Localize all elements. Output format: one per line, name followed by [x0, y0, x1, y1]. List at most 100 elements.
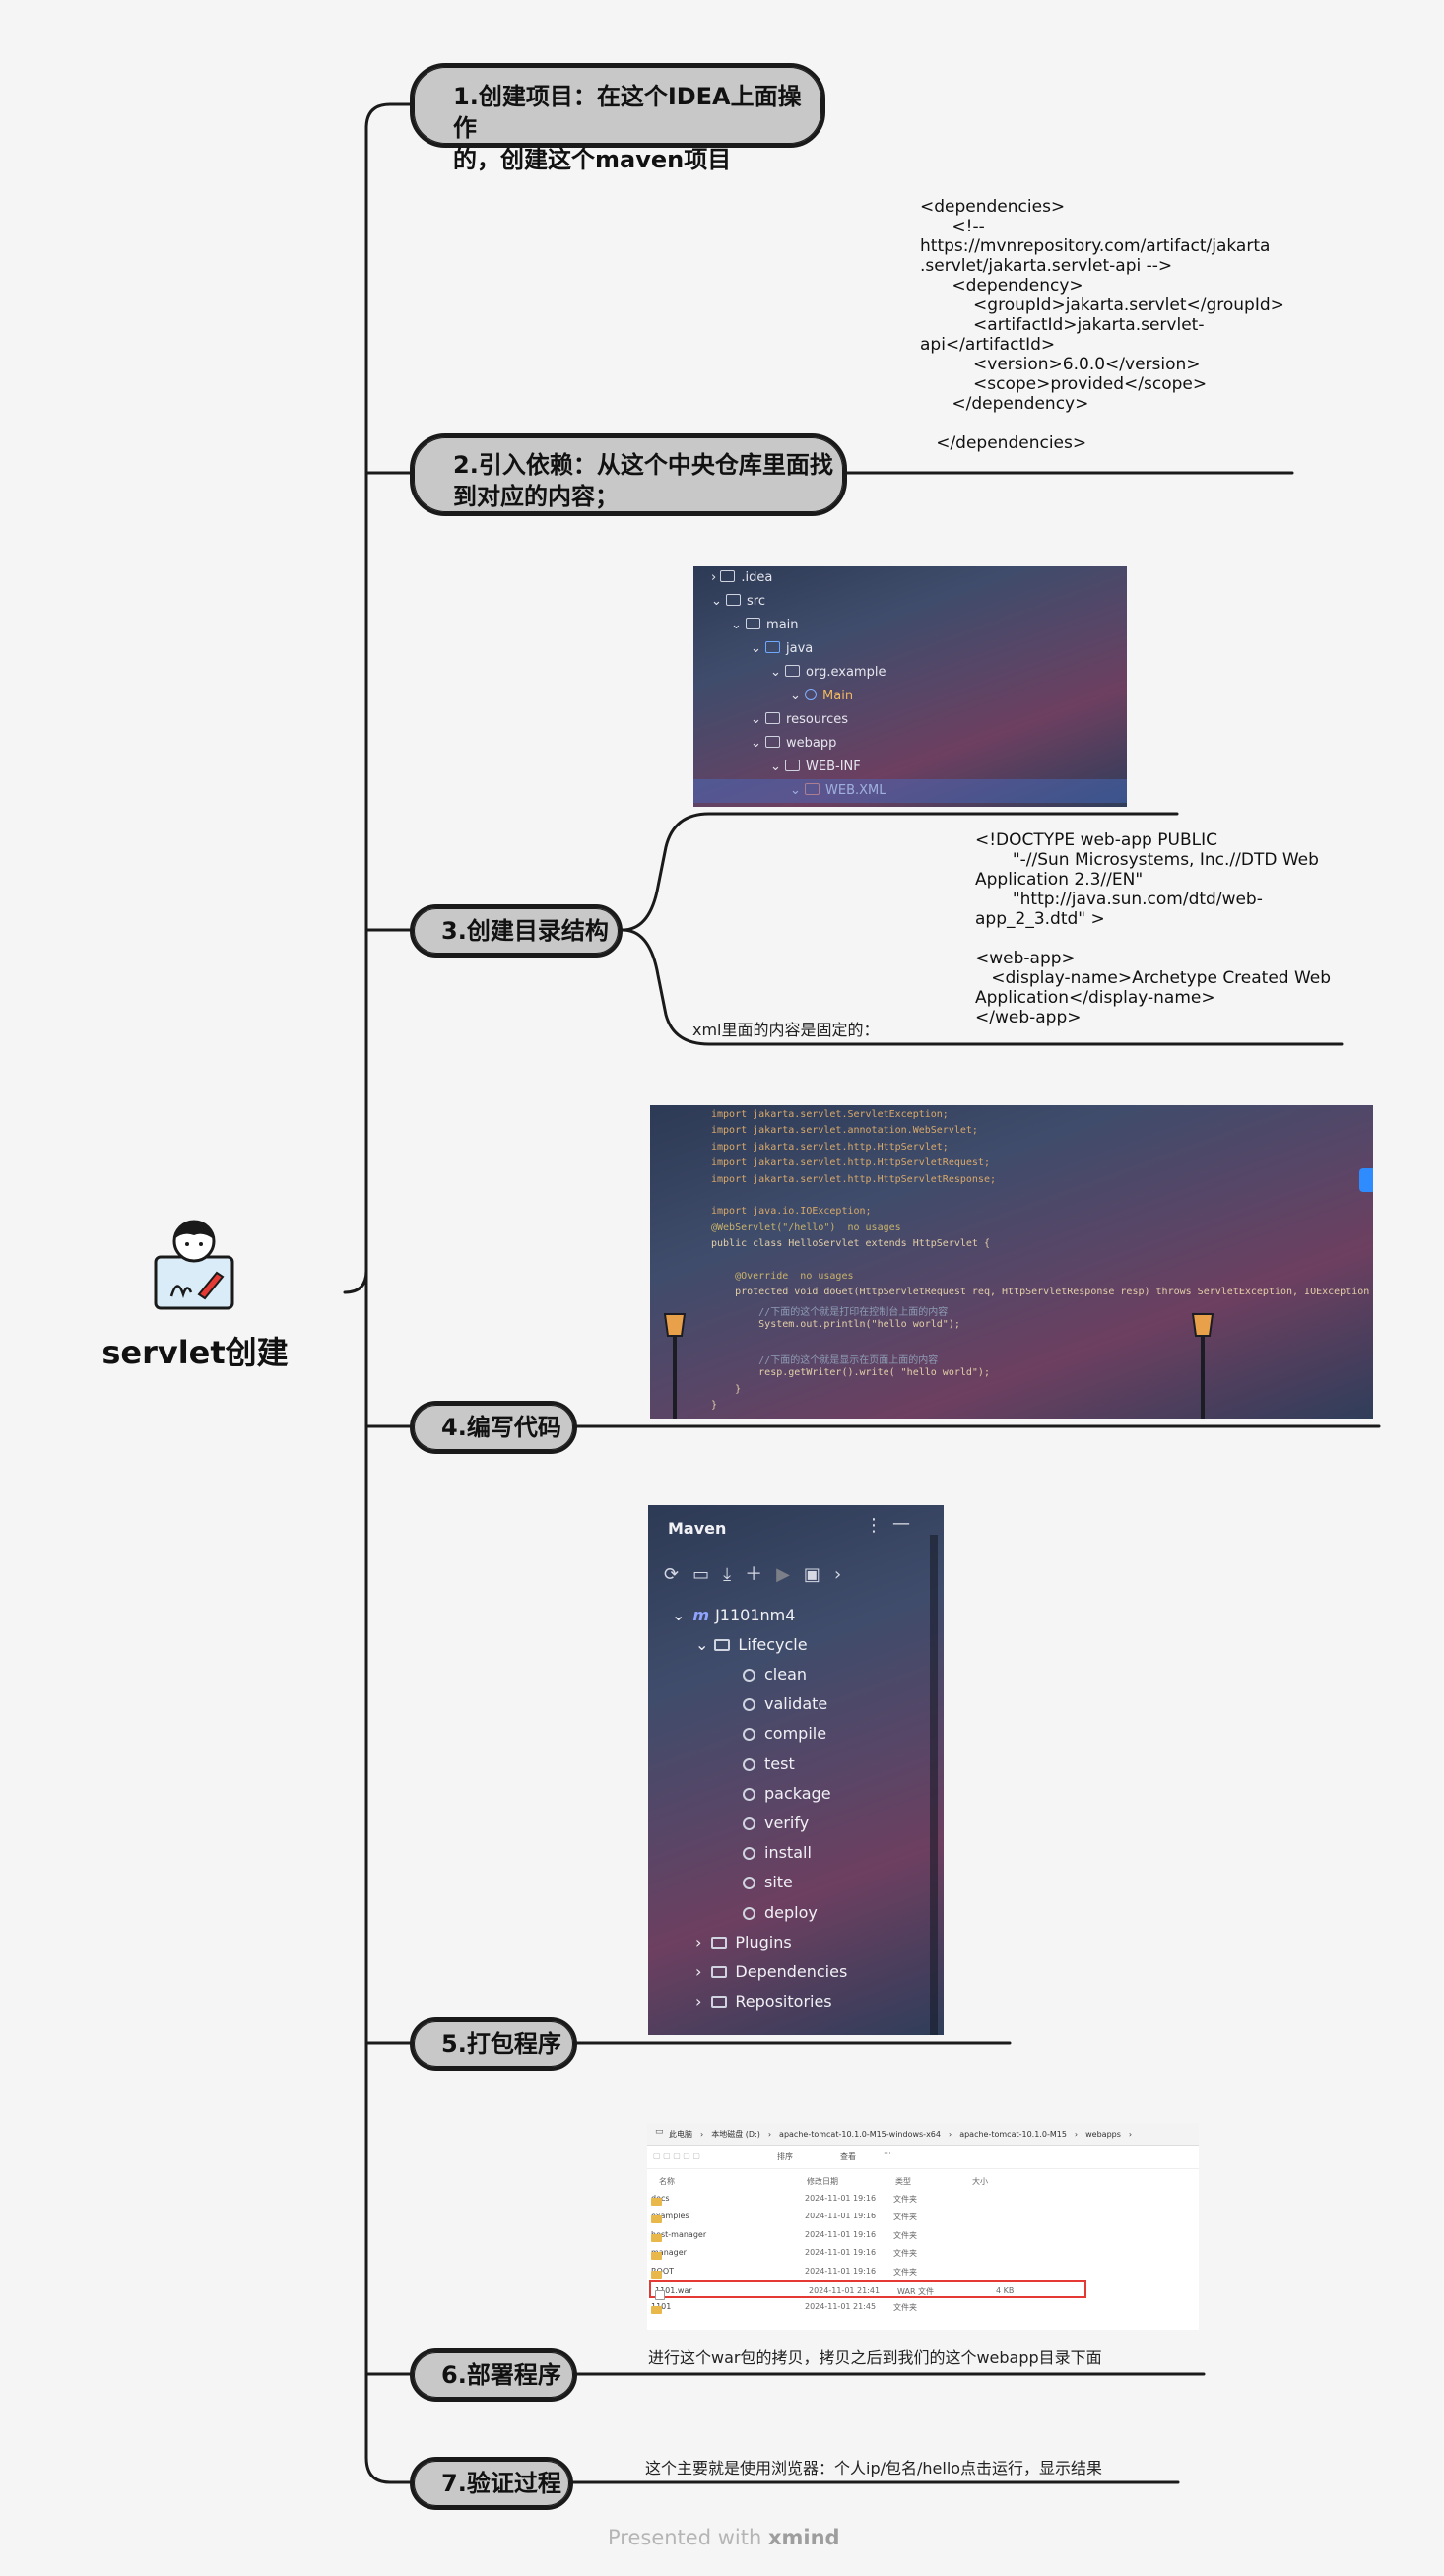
gear-icon — [743, 1787, 755, 1801]
code-line: //下面的这个就是打印在控制台上面的内容 — [711, 1306, 949, 1318]
tree-item[interactable]: › .idea — [711, 570, 773, 585]
maven-phase-compile[interactable]: compile — [743, 1724, 826, 1743]
gear-icon — [743, 1669, 755, 1682]
gear-icon — [743, 1906, 755, 1920]
chevron-right-icon: › — [1128, 2130, 1133, 2139]
terminal-icon[interactable]: ▣ — [803, 1564, 834, 1585]
more-icon[interactable]: ⋮ — [865, 1515, 883, 1536]
breadcrumb-item[interactable]: apache-tomcat-10.1.0-M15 — [959, 2130, 1067, 2139]
code-line: public class HelloServlet extends HttpSe… — [711, 1238, 990, 1250]
deploy-note: 进行这个war包的拷贝，拷贝之后到我们的这个webapp目录下面 — [648, 2348, 1102, 2367]
node-write-code[interactable]: 4.编写代码 — [410, 1401, 577, 1454]
more-icon[interactable]: ··· — [884, 2149, 891, 2158]
breadcrumb-item[interactable]: webapps — [1085, 2130, 1121, 2139]
maven-phase-test[interactable]: test — [743, 1754, 795, 1773]
maven-phase-deploy[interactable]: deploy — [743, 1903, 818, 1922]
n3-fork-down — [621, 928, 1344, 1046]
xml-fixed-note: xml里面的内容是固定的： — [692, 1021, 880, 1039]
avatar-icon — [154, 1220, 234, 1310]
xmind-logo: xmind — [767, 2526, 840, 2549]
node-directory-structure[interactable]: 3.创建目录结构 — [410, 904, 623, 958]
maven-phase-install[interactable]: install — [743, 1843, 812, 1862]
node-add-dependency[interactable]: 2.引入依赖：从这个中央仓库里面找 到对应的内容； — [410, 433, 847, 516]
tree-item[interactable]: ⌄ main — [731, 618, 799, 632]
root-connector — [343, 102, 414, 1294]
tree-item[interactable]: ⌄ resources — [751, 712, 849, 727]
maven-phase-clean[interactable]: clean — [743, 1665, 807, 1684]
node-package[interactable]: 5.打包程序 — [410, 2017, 577, 2071]
tree-item[interactable]: ⌄ WEB.XML — [790, 783, 886, 798]
folder-icon — [651, 2198, 662, 2206]
computer-icon: ▭ — [655, 2127, 664, 2137]
code-line: import java.io.IOException; — [711, 1206, 872, 1218]
chevron-down-icon: ⌄ — [711, 594, 727, 609]
node-verify[interactable]: 7.验证过程 — [410, 2457, 573, 2510]
folder-icon — [711, 1966, 728, 1979]
breadcrumb-item[interactable]: apache-tomcat-10.1.0-M15-windows-x64 — [779, 2130, 941, 2139]
add-icon[interactable]: ＋ — [745, 1564, 777, 1585]
tree-item[interactable]: ⌄ java — [751, 641, 814, 656]
folder-icon — [720, 570, 736, 582]
file-date: 2024-11-01 19:16 — [805, 2266, 877, 2276]
sort-button[interactable]: 排序 — [777, 2152, 793, 2161]
maven-folder-repositories[interactable]: ›Repositories — [695, 1992, 832, 2012]
maven-folder-plugins[interactable]: ›Plugins — [695, 1933, 792, 1951]
maven-phase-validate[interactable]: validate — [743, 1694, 827, 1713]
minimize-icon[interactable]: — — [892, 1513, 910, 1534]
folder-icon[interactable]: ▭ — [692, 1564, 724, 1585]
tree-item[interactable]: ⌄ org.example — [770, 665, 886, 680]
chevron-down-icon: ⌄ — [672, 1606, 686, 1624]
folder-icon — [711, 1996, 728, 2009]
chevron-right-icon: › — [948, 2130, 952, 2139]
code-line: resp.getWriter().write( "hello world"); — [711, 1367, 990, 1379]
view-button[interactable]: 查看 — [840, 2152, 856, 2161]
code-line: protected void doGet(HttpServletRequest … — [711, 1287, 1373, 1298]
breadcrumb-item[interactable]: 此电脑 — [669, 2130, 692, 2139]
tree-item[interactable]: ⌄ WEB-INF — [770, 760, 861, 774]
street-lamp-icon — [1191, 1313, 1214, 1419]
link-icon[interactable] — [1359, 1168, 1373, 1192]
chevron-down-icon: ⌄ — [751, 736, 766, 751]
gear-icon — [743, 1817, 755, 1830]
run-icon[interactable]: ▶ — [776, 1564, 804, 1585]
reload-icon[interactable]: ⟳ — [664, 1564, 693, 1585]
maven-lifecycle[interactable]: ⌄Lifecycle — [695, 1635, 808, 1654]
folder-icon — [651, 2306, 662, 2315]
node-deploy[interactable]: 6.部署程序 — [410, 2348, 577, 2402]
chevron-down-icon: ⌄ — [790, 689, 806, 703]
code-line: import jakarta.servlet.ServletException; — [711, 1109, 949, 1120]
maven-folder-dependencies[interactable]: ›Dependencies — [695, 1962, 848, 1982]
tree-item[interactable]: ⌄ webapp — [751, 736, 837, 751]
tree-item[interactable]: ⌄ Main — [790, 689, 854, 703]
node-create-project[interactable]: 1.创建项目：在这个IDEA上面操作 的，创建这个maven项目 — [410, 63, 825, 173]
download-icon[interactable]: ⤓ — [723, 1564, 746, 1585]
maven-phase-package[interactable]: package — [743, 1784, 831, 1803]
folder-icon — [765, 641, 781, 653]
root-avatar — [148, 1218, 240, 1312]
code-line: import jakarta.servlet.http.HttpServletR… — [711, 1157, 990, 1169]
gear-icon — [743, 1757, 755, 1771]
maven-phase-verify[interactable]: verify — [743, 1814, 809, 1832]
chevron-right-icon[interactable]: › — [833, 1564, 856, 1585]
tree-item[interactable]: ⌄ src — [711, 594, 766, 609]
dependency-xml-text: <dependencies> <!-- https://mvnrepositor… — [920, 197, 1284, 453]
folder-icon — [651, 2270, 662, 2279]
maven-m-icon: m — [692, 1606, 710, 1624]
breadcrumb-item[interactable]: 本地磁盘 (D:) — [711, 2130, 760, 2139]
maven-phase-site[interactable]: site — [743, 1873, 793, 1891]
explorer-breadcrumb: ▭ 此电脑 › 本地磁盘 (D:) › apache-tomcat-10.1.0-M15… — [647, 2123, 1199, 2146]
chevron-right-icon: › — [700, 2130, 704, 2139]
chevron-right-icon: › — [695, 1962, 702, 1982]
chevron-down-icon: ⌄ — [751, 712, 766, 727]
file-date: 2024-11-01 21:41 — [809, 2286, 881, 2295]
